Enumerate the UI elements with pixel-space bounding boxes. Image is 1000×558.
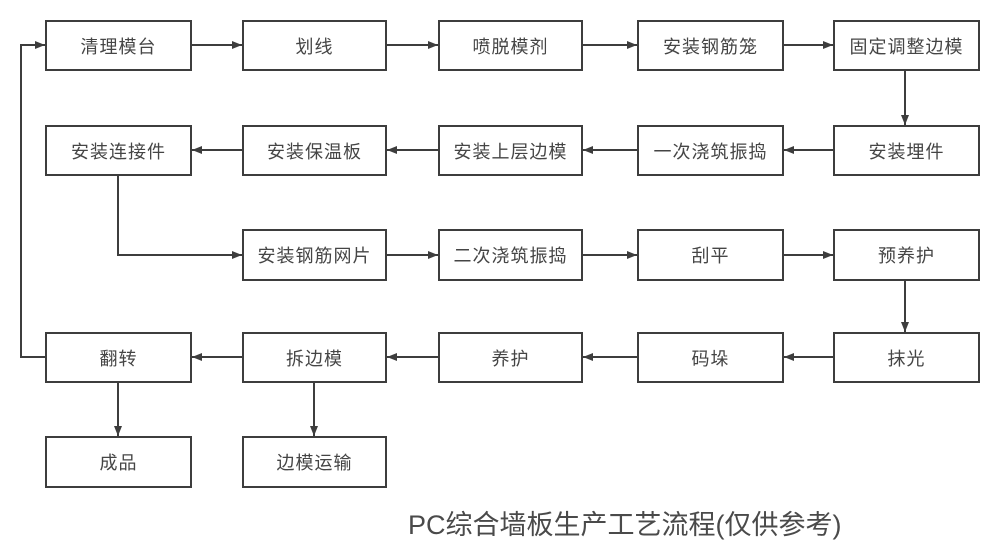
node-label: 抹光 xyxy=(887,348,926,369)
node-label: 成品 xyxy=(99,453,138,473)
flow-node-curing: 养护 xyxy=(438,332,583,383)
node-label: 安装钢筋笼 xyxy=(663,36,758,57)
flow-node-install-embedded-parts: 安装埋件 xyxy=(833,125,980,176)
node-label: 预养护 xyxy=(878,246,935,266)
flow-node-finished-product: 成品 xyxy=(45,436,192,488)
flow-node-fix-adjust-side-molds: 固定调整边模 xyxy=(833,20,980,71)
edge-connector-to-mesh xyxy=(117,176,242,259)
flow-node-troweling: 抹光 xyxy=(833,332,980,383)
flow-node-install-rebar-mesh: 安装钢筋网片 xyxy=(242,229,387,281)
node-label: 安装钢筋网片 xyxy=(257,246,372,266)
node-label: 安装连接件 xyxy=(71,141,166,162)
flow-node-remove-side-molds: 拆边模 xyxy=(242,332,387,383)
flow-node-install-connectors: 安装连接件 xyxy=(45,125,192,176)
flow-node-second-pour-vibrate: 二次浇筑振捣 xyxy=(438,229,583,281)
diagram-caption: PC综合墙板生产工艺流程(仅供参考) xyxy=(408,510,842,540)
flow-node-spray-release-agent: 喷脱模剂 xyxy=(438,20,583,71)
flow-node-scribing: 划线 xyxy=(242,20,387,71)
edge-flip-to-clean-loop xyxy=(20,41,45,358)
node-label: 安装保温板 xyxy=(267,141,362,162)
node-label: 一次浇筑振捣 xyxy=(653,141,768,162)
node-label: 划线 xyxy=(295,36,334,57)
node-label: 码垛 xyxy=(691,348,730,369)
flow-node-pre-curing: 预养护 xyxy=(833,229,980,281)
node-label: 养护 xyxy=(491,348,530,369)
flow-node-clean-mold-table: 清理模台 xyxy=(45,20,192,71)
flow-node-install-rebar-cage: 安装钢筋笼 xyxy=(637,20,784,71)
flow-node-first-pour-vibrate: 一次浇筑振捣 xyxy=(637,125,784,176)
node-label: 二次浇筑振捣 xyxy=(453,246,568,266)
node-label: 边模运输 xyxy=(276,453,353,473)
flow-node-flipping: 翻转 xyxy=(45,332,192,383)
node-label: 固定调整边模 xyxy=(849,36,964,57)
flow-node-stacking: 码垛 xyxy=(637,332,784,383)
node-label: 喷脱模剂 xyxy=(472,36,549,57)
node-label: 拆边模 xyxy=(286,348,343,369)
flow-node-screeding: 刮平 xyxy=(637,229,784,281)
node-label: 刮平 xyxy=(691,246,730,266)
flow-node-install-upper-molds: 安装上层边模 xyxy=(438,125,583,176)
node-label: 清理模台 xyxy=(80,36,157,57)
node-label: 安装埋件 xyxy=(868,141,945,162)
node-label: 安装上层边模 xyxy=(453,141,568,162)
flow-node-install-insulation: 安装保温板 xyxy=(242,125,387,176)
node-label: 翻转 xyxy=(99,348,138,369)
flow-node-side-mold-transport: 边模运输 xyxy=(242,436,387,488)
